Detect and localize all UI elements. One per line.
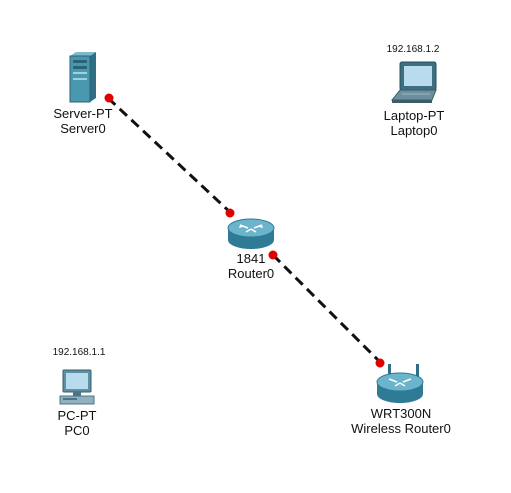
laptop-ip-label: 192.168.1.2 bbox=[386, 44, 440, 55]
link-status-dot-server bbox=[104, 93, 114, 103]
laptop-name-label: Laptop0 bbox=[390, 123, 438, 138]
router-model-label: 1841 bbox=[236, 251, 266, 266]
pc-device[interactable] bbox=[57, 368, 97, 408]
server-name-label: Server0 bbox=[60, 121, 106, 136]
pc-icon bbox=[59, 369, 95, 405]
laptop-labels: Laptop-PT Laptop0 bbox=[384, 108, 445, 138]
pc-labels: PC-PT PC0 bbox=[58, 408, 97, 438]
router-icon bbox=[227, 218, 275, 249]
wireless-router-labels: WRT300N Wireless Router0 bbox=[351, 406, 451, 436]
server-device[interactable] bbox=[62, 52, 102, 104]
pc-ip-label: 192.168.1.1 bbox=[52, 347, 106, 358]
wireless-router-name-label: Wireless Router0 bbox=[351, 421, 451, 436]
laptop-model-label: Laptop-PT bbox=[383, 108, 445, 123]
wireless-router-icon bbox=[376, 364, 424, 403]
link-router-wireless[interactable] bbox=[271, 253, 382, 364]
server-model-label: Server-PT bbox=[53, 106, 113, 121]
router-name-label: Router0 bbox=[227, 266, 275, 281]
pc-name-label: PC0 bbox=[64, 423, 90, 438]
link-server-router[interactable] bbox=[106, 96, 234, 216]
laptop-device[interactable] bbox=[388, 60, 442, 106]
server-icon bbox=[69, 52, 96, 103]
link-status-dot-router-b bbox=[268, 250, 278, 260]
server-labels: Server-PT Server0 bbox=[53, 106, 112, 136]
router-device[interactable] bbox=[226, 216, 276, 250]
router-labels: 1841 Router0 bbox=[228, 251, 274, 281]
laptop-icon bbox=[390, 61, 437, 103]
link-status-dot-wireless bbox=[375, 358, 385, 368]
wireless-router-device[interactable] bbox=[374, 362, 426, 404]
wireless-router-model-label: WRT300N bbox=[370, 406, 432, 421]
link-status-dot-router-a bbox=[225, 208, 235, 218]
pc-model-label: PC-PT bbox=[57, 408, 97, 423]
